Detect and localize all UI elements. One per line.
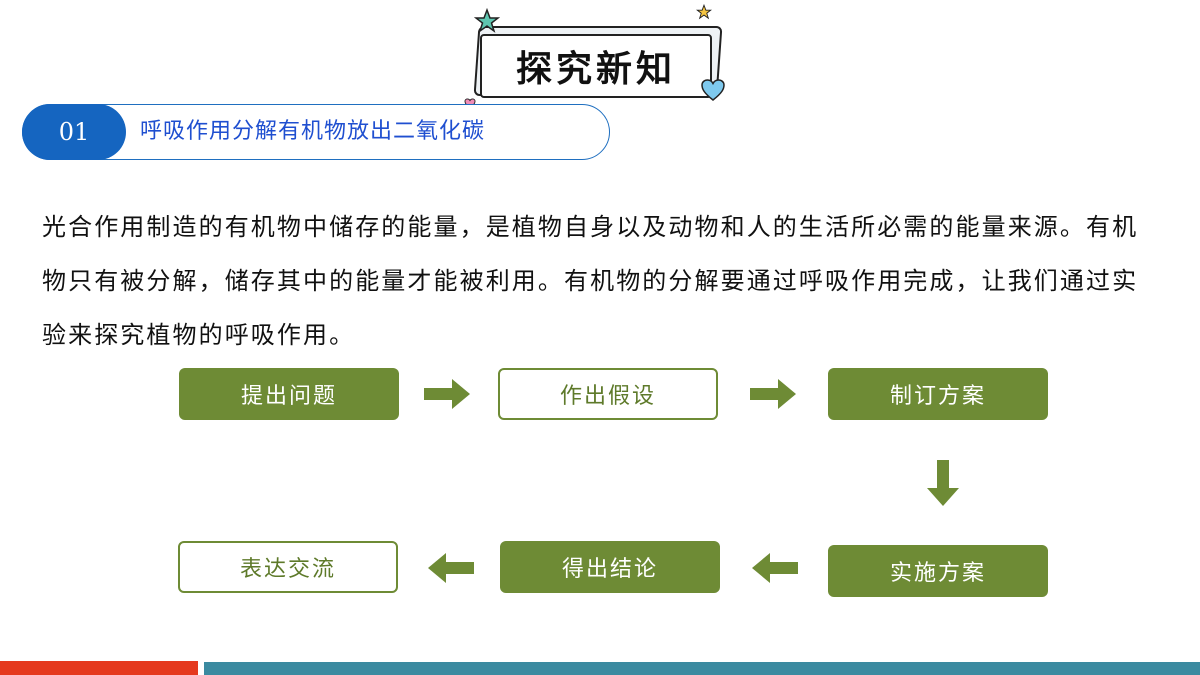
step-draw-conclusion: 得出结论 [500, 541, 720, 593]
step-implement-plan: 实施方案 [828, 545, 1048, 597]
arrow-right-icon [424, 379, 470, 409]
step-express-communicate: 表达交流 [178, 541, 398, 593]
arrow-left-icon [752, 553, 798, 583]
section-number: 01 [22, 104, 126, 160]
title-banner: 探究新知 [464, 4, 725, 109]
heart-icon [701, 79, 725, 101]
page-title: 探究新知 [515, 48, 676, 90]
intro-paragraph: 光合作用制造的有机物中储存的能量，是植物自身以及动物和人的生活所必需的能量来源。… [42, 213, 1139, 349]
star-icon [474, 8, 500, 33]
small-star-icon [696, 4, 712, 20]
arrow-down-icon [927, 460, 959, 506]
section-header: 01 呼吸作用分解有机物放出二氧化碳 [22, 104, 610, 160]
banner-front-panel: 探究新知 [480, 34, 712, 98]
section-title: 呼吸作用分解有机物放出二氧化碳 [140, 119, 486, 144]
step-make-plan: 制订方案 [828, 368, 1048, 420]
step-make-hypothesis: 作出假设 [498, 368, 718, 420]
footer-bar-teal [204, 662, 1200, 675]
arrow-left-icon [428, 553, 474, 583]
footer-bar-red [0, 661, 198, 675]
arrow-right-icon [750, 379, 796, 409]
step-ask-question: 提出问题 [179, 368, 399, 420]
